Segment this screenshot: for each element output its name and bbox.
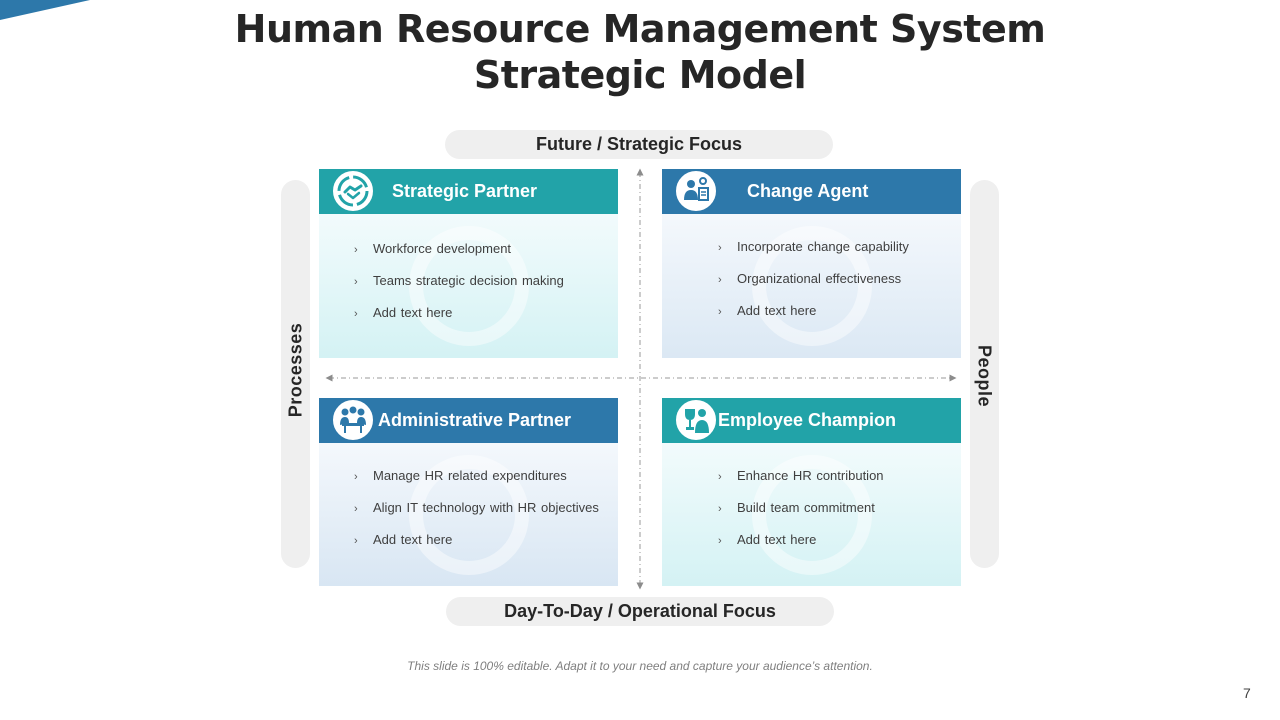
list-item: › Add text here bbox=[718, 303, 961, 335]
quadrant-header: Employee Champion bbox=[662, 398, 961, 443]
quadrant-title: Administrative Partner bbox=[378, 410, 572, 430]
list-item: › Teams strategic decision making bbox=[354, 273, 618, 305]
list-item: › Manage HR related expenditures bbox=[354, 468, 618, 500]
quadrant-employee-champion: Employee Champion › Enhance HR contributi… bbox=[662, 398, 961, 586]
list-item-text: Workforce development bbox=[373, 241, 512, 256]
list-item: › Align IT technology with HR objectives bbox=[354, 500, 618, 532]
axis-pill-right bbox=[970, 180, 999, 568]
list-item-text: Build team commitment bbox=[737, 500, 875, 515]
quadrant-title: Change Agent bbox=[747, 181, 869, 201]
people-change-icon bbox=[676, 171, 716, 211]
quadrant-change-agent: Change Agent › Incorporate change capabil… bbox=[662, 169, 961, 358]
list-item-text: Add text here bbox=[373, 532, 453, 547]
axis-label-left: Processes bbox=[285, 322, 306, 418]
quadrant-body: › Enhance HR contribution › Build team com… bbox=[662, 443, 961, 586]
bullet-list: › Enhance HR contribution › Build team com… bbox=[662, 443, 961, 564]
chevron-right-icon: › bbox=[354, 308, 358, 320]
trophy-person-icon bbox=[676, 400, 716, 440]
list-item: › Enhance HR contribution bbox=[718, 468, 961, 500]
handshake-cycle-icon bbox=[333, 171, 373, 211]
page-number: 7 bbox=[1243, 685, 1251, 701]
chevron-right-icon: › bbox=[354, 244, 358, 256]
chevron-right-icon: › bbox=[354, 503, 358, 515]
chevron-right-icon: › bbox=[718, 274, 722, 286]
team-meeting-icon bbox=[333, 400, 373, 440]
chevron-right-icon: › bbox=[718, 242, 722, 254]
list-item: › Add text here bbox=[354, 305, 618, 337]
list-item-text: Add text here bbox=[737, 532, 817, 547]
chevron-right-icon: › bbox=[718, 503, 722, 515]
chevron-right-icon: › bbox=[354, 276, 358, 288]
list-item: › Incorporate change capability bbox=[718, 239, 961, 271]
chevron-right-icon: › bbox=[354, 471, 358, 483]
bullet-list: › Manage HR related expenditures › Align I… bbox=[319, 443, 618, 564]
list-item-text: Manage HR related expenditures bbox=[373, 468, 567, 483]
quadrant-body: › Workforce development › Teams strategic … bbox=[319, 214, 618, 358]
list-item-text: Organizational effectiveness bbox=[737, 271, 902, 286]
list-item: › Build team commitment bbox=[718, 500, 961, 532]
quadrant-body: › Incorporate change capability › Organiza… bbox=[662, 214, 961, 358]
chevron-right-icon: › bbox=[718, 471, 722, 483]
bullet-list: › Incorporate change capability › Organiza… bbox=[662, 214, 961, 335]
quadrant-header: Administrative Partner bbox=[319, 398, 618, 443]
quadrant-body: › Manage HR related expenditures › Align I… bbox=[319, 443, 618, 586]
list-item-text: Align IT technology with HR objectives bbox=[373, 500, 599, 515]
axis-pill-left bbox=[281, 180, 310, 568]
quadrant-title: Employee Champion bbox=[718, 410, 897, 430]
list-item: › Add text here bbox=[354, 532, 618, 564]
corner-accent-shape bbox=[0, 0, 90, 20]
chevron-right-icon: › bbox=[718, 306, 722, 318]
axis-label-top: Future / Strategic Focus bbox=[445, 130, 833, 159]
quadrant-strategic-partner: Strategic Partner › Workforce development… bbox=[319, 169, 618, 358]
page-title: Human Resource Management System Strateg… bbox=[140, 6, 1140, 98]
list-item: › Workforce development bbox=[354, 241, 618, 273]
list-item: › Add text here bbox=[718, 532, 961, 564]
list-item: › Organizational effectiveness bbox=[718, 271, 961, 303]
list-item-text: Teams strategic decision making bbox=[373, 273, 564, 288]
quadrant-administrative-partner: Administrative Partner › Manage HR relate… bbox=[319, 398, 618, 586]
axis-label-right: People bbox=[974, 344, 995, 408]
quadrant-header: Strategic Partner bbox=[319, 169, 618, 214]
chevron-right-icon: › bbox=[718, 535, 722, 547]
axis-label-bottom: Day-To-Day / Operational Focus bbox=[446, 597, 834, 626]
footnote: This slide is 100% editable. Adapt it to… bbox=[407, 659, 873, 673]
quadrant-title: Strategic Partner bbox=[392, 181, 538, 201]
list-item-text: Enhance HR contribution bbox=[737, 468, 884, 483]
quadrant-header: Change Agent bbox=[662, 169, 961, 214]
bullet-list: › Workforce development › Teams strategic … bbox=[319, 214, 618, 337]
title-line-2: Strategic Model bbox=[473, 53, 807, 97]
title-line-1: Human Resource Management System bbox=[234, 7, 1046, 51]
list-item-text: Incorporate change capability bbox=[737, 239, 909, 254]
list-item-text: Add text here bbox=[373, 305, 453, 320]
list-item-text: Add text here bbox=[737, 303, 817, 318]
chevron-right-icon: › bbox=[354, 535, 358, 547]
